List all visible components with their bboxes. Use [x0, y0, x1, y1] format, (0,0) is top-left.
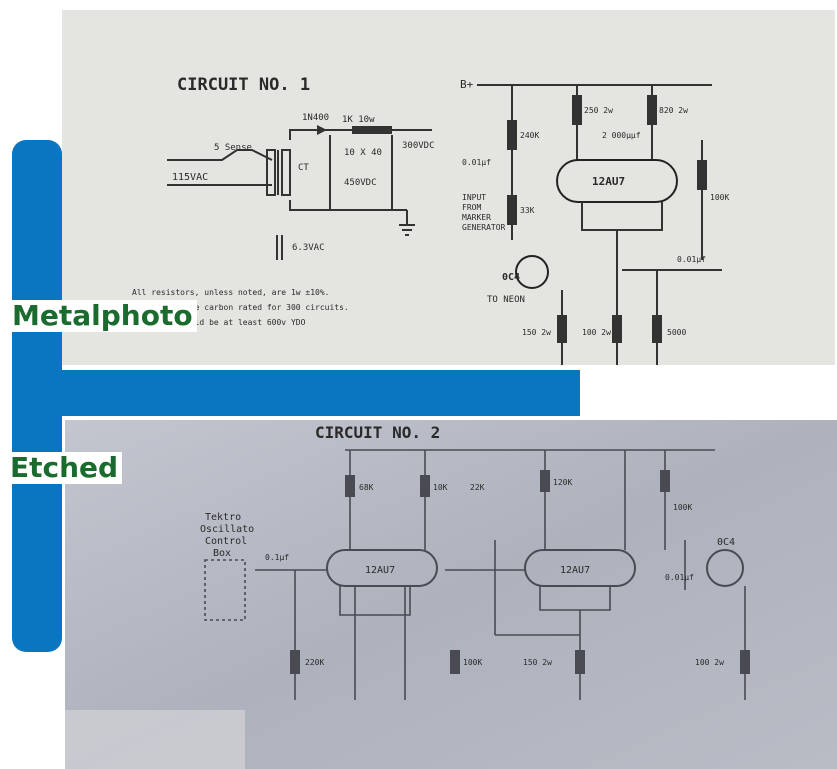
cap-a-label: 0.1µf — [265, 553, 289, 562]
note-line-1: All resistors, unless noted, are 1w ±10%… — [132, 288, 329, 297]
tube-b-label: 12AU7 — [560, 565, 590, 576]
control-label: Control — [205, 536, 247, 547]
r-e-label: 100K — [673, 503, 692, 512]
tektro-label: Tektro — [205, 512, 241, 523]
volts-450-label: 450VDC — [344, 178, 377, 188]
tube-12au7-symbol — [556, 159, 678, 203]
cap-small-label: 0.01µf — [462, 158, 491, 167]
r5000-label: 5000 — [667, 328, 686, 337]
input-line-1: INPUT — [462, 193, 486, 202]
metalphoto-plate: CIRCUIT NO. 1 5 Sense 115VAC CT 1N400 1K… — [62, 10, 835, 365]
tube-oc4-symbol — [515, 255, 549, 289]
cap-pf-label: 2 000µµf — [602, 131, 641, 140]
resistor-1k-label: 1K 10w — [342, 115, 375, 125]
r-d-label: 120K — [553, 478, 572, 487]
oc4-label: 0C4 — [502, 272, 520, 283]
metalphoto-label: Metalphoto — [8, 300, 197, 332]
b-plus-label: B+ — [460, 78, 474, 91]
input-line-4: GENERATOR — [462, 223, 506, 232]
cap-c-label: 100 2w — [695, 658, 724, 667]
input-line-2: FROM — [462, 203, 481, 212]
cap-b-label: 0.01µf — [665, 573, 694, 582]
cap-10x40-label: 10 X 40 — [344, 148, 382, 158]
rectifier-label: 1N400 — [302, 113, 329, 123]
r100b-label: 100 2w — [582, 328, 611, 337]
oscillato-label: Oscillato — [200, 524, 254, 535]
sense-label: 5 Sense — [214, 143, 252, 153]
r-a-label: 68K — [359, 483, 374, 492]
r150-label: 150 2w — [522, 328, 551, 337]
to-neon-label: TO NEON — [487, 295, 525, 305]
tube-c-label: 0C4 — [717, 537, 735, 548]
fil-label: 6.3VAC — [292, 243, 325, 253]
ct-label: CT — [298, 163, 309, 173]
etched-label: Etched — [6, 452, 123, 484]
r-f-label: 150 2w — [523, 658, 552, 667]
r820-label: 820 2w — [659, 106, 688, 115]
circuit-2-title: CIRCUIT NO. 2 — [315, 423, 440, 442]
note-line-3: All caps should be at least 600v YDO — [132, 318, 306, 327]
r100-label: 100K — [710, 193, 729, 202]
r-g-label: 220K — [305, 658, 324, 667]
box-label: Box — [213, 548, 231, 559]
out-300-label: 300VDC — [402, 141, 435, 151]
tube-a-label: 12AU7 — [365, 565, 395, 576]
note-line-2: Capacitors are carbon rated for 300 circ… — [132, 303, 349, 312]
vac-label: 115VAC — [172, 172, 208, 183]
cap-01-label: 0.01µf — [677, 255, 706, 264]
circuit-2-schematic: CIRCUIT NO. 2 — [65, 420, 837, 769]
r-b-label: 10K — [433, 483, 448, 492]
r33-label: 33K — [520, 206, 535, 215]
input-line-3: MARKER — [462, 213, 491, 222]
r-c-label: 22K — [470, 483, 485, 492]
r-h-label: 100K — [463, 658, 482, 667]
circuit-1-title: CIRCUIT NO. 1 — [177, 75, 310, 95]
blue-bar-middle — [12, 370, 580, 416]
tube-12au7-label: 12AU7 — [592, 175, 625, 188]
r240-label: 240K — [520, 131, 539, 140]
etched-plate: CIRCUIT NO. 2 — [65, 420, 837, 769]
r250-label: 250 2w — [584, 106, 613, 115]
